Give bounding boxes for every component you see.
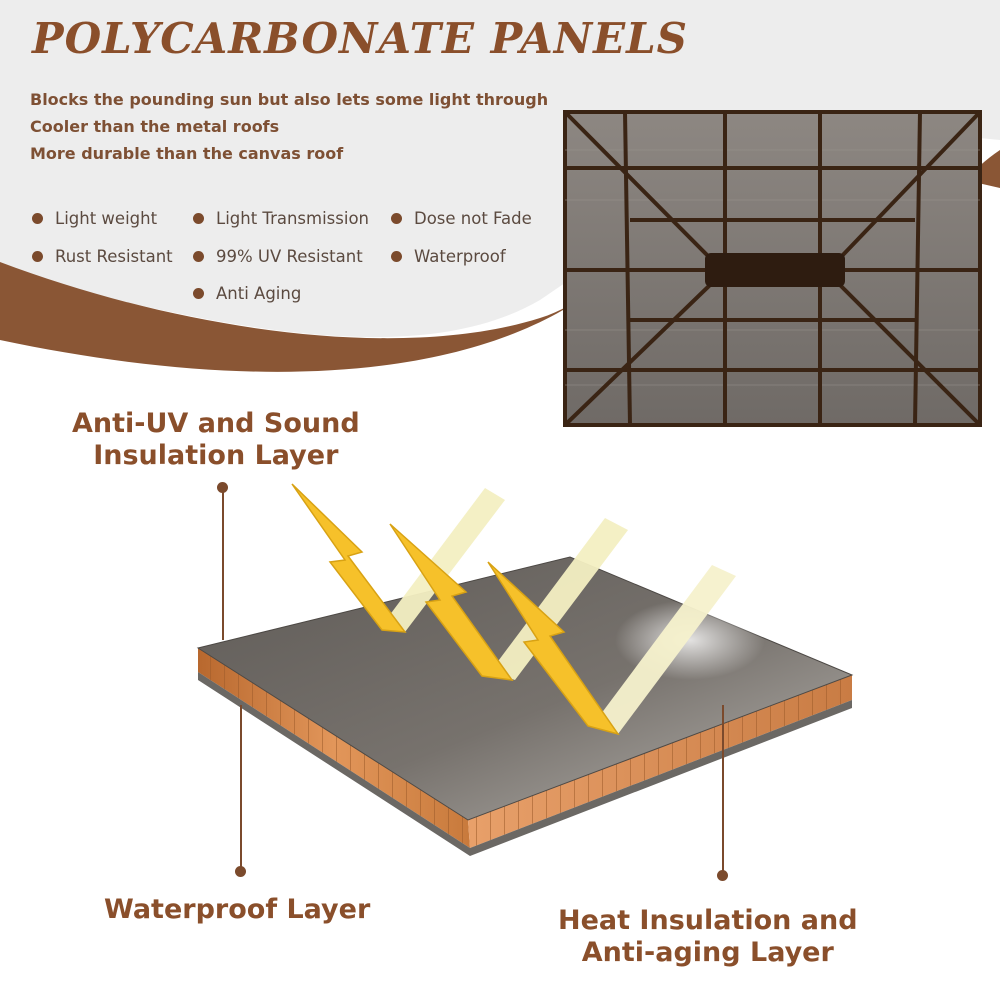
feature-label: Rust Resistant [55, 247, 173, 266]
benefit-item: Cooler than the metal roofs [30, 117, 280, 136]
feature-item: 99% UV Resistant [193, 247, 363, 266]
layer-label-line: Anti-UV and Sound [72, 408, 360, 439]
callout-line [240, 705, 242, 870]
reflection-arrow-icon [291, 483, 736, 736]
feature-label: Anti Aging [216, 284, 302, 303]
panel-layers-illustration [196, 556, 854, 856]
benefit-item: Blocks the pounding sun but also lets so… [30, 90, 549, 109]
layer-label-anti-uv: Anti-UV and Sound Insulation Layer [72, 408, 360, 472]
bullet-dot-icon [32, 213, 43, 224]
feature-label: Dose not Fade [414, 209, 532, 228]
feature-label: Light Transmission [216, 209, 370, 228]
feature-label: Waterproof [414, 247, 506, 266]
layer-label-waterproof: Waterproof Layer [104, 894, 370, 926]
bullet-dot-icon [193, 213, 204, 224]
bullet-dot-icon [193, 251, 204, 262]
layer-label-line: Waterproof Layer [104, 894, 371, 925]
layer-label-line: Insulation Layer [93, 440, 339, 471]
feature-item: Rust Resistant [32, 247, 173, 266]
page-title: POLYCARBONATE PANELS [32, 14, 688, 63]
bullet-dot-icon [391, 213, 402, 224]
layer-label-line: Anti-aging Layer [581, 937, 834, 968]
feature-label: Light weight [55, 209, 158, 228]
bullet-dot-icon [391, 251, 402, 262]
layer-label-line: Heat Insulation and [558, 905, 858, 936]
feature-item: Light weight [32, 209, 157, 228]
callout-line [222, 488, 224, 640]
benefit-list: Blocks the pounding sun but also lets so… [30, 86, 548, 167]
feature-label: 99% UV Resistant [216, 247, 363, 266]
roof-frame-illustration [563, 110, 982, 427]
feature-item: Anti Aging [193, 284, 301, 303]
callout-dot [217, 482, 228, 493]
callout-dot [235, 866, 246, 877]
bullet-dot-icon [193, 288, 204, 299]
feature-item: Dose not Fade [391, 209, 532, 228]
feature-item: Waterproof [391, 247, 506, 266]
callout-line [722, 705, 724, 875]
callout-dot [717, 870, 728, 881]
feature-item: Light Transmission [193, 209, 369, 228]
layer-label-heat: Heat Insulation and Anti-aging Layer [558, 905, 858, 969]
benefit-item: More durable than the canvas roof [30, 144, 344, 163]
bullet-dot-icon [32, 251, 43, 262]
